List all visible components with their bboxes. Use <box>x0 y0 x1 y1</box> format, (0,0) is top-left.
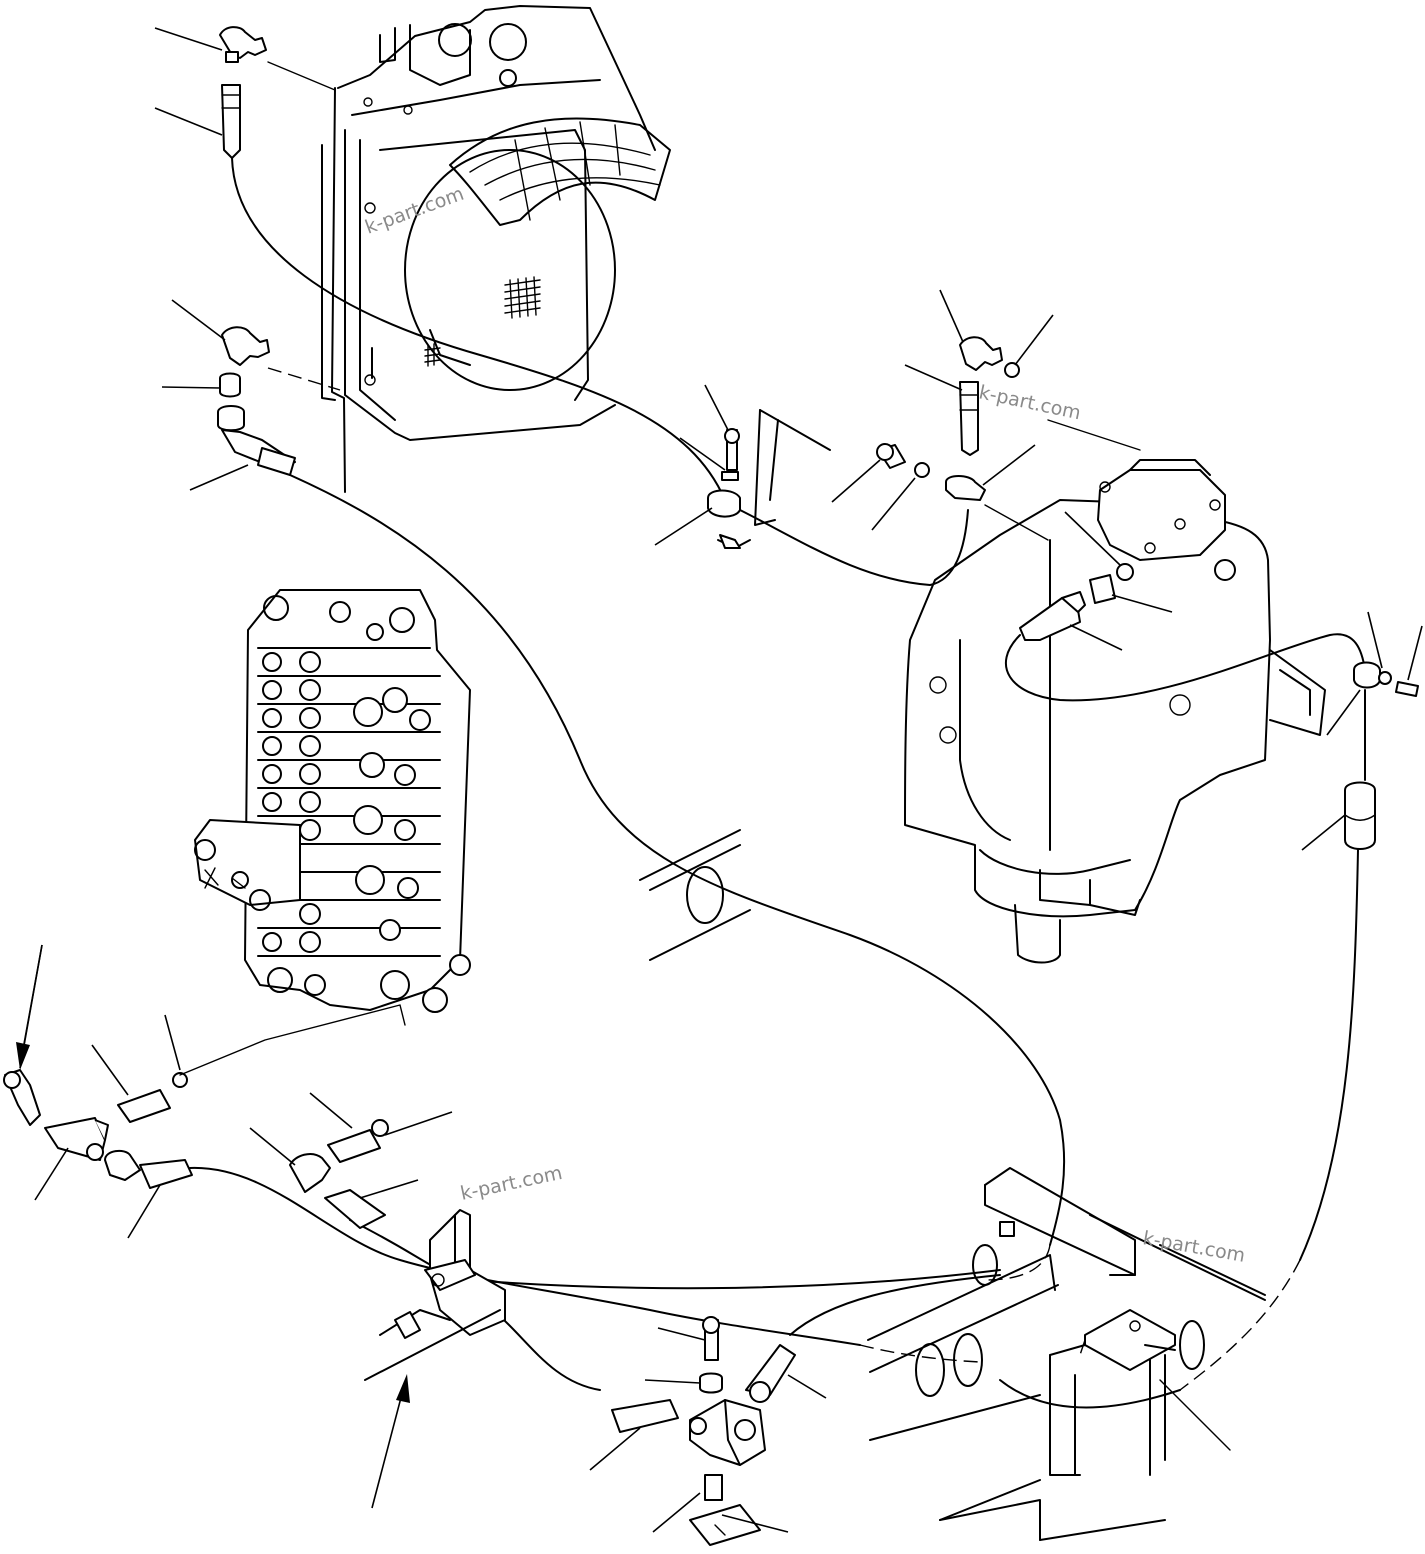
hose-lines <box>179 157 1366 1409</box>
watermarks: k-part.com k-part.com k-part.com k-part.… <box>362 183 1247 1267</box>
frame-crossmember <box>639 409 1141 961</box>
watermark-1: k-part.com <box>362 183 467 239</box>
control-valve <box>194 589 471 1013</box>
radiator-assembly <box>267 5 671 493</box>
arrow-head-left <box>16 1042 30 1070</box>
hose-bracket <box>364 1209 506 1381</box>
arrow-head-bottom <box>396 1374 410 1403</box>
hydraulic-tank <box>904 459 1326 964</box>
watermark-3: k-part.com <box>458 1162 564 1205</box>
machine-frame <box>867 1167 1266 1541</box>
view-arrows <box>16 944 410 1509</box>
fittings <box>3 26 1419 1546</box>
watermark-2: k-part.com <box>977 381 1083 424</box>
